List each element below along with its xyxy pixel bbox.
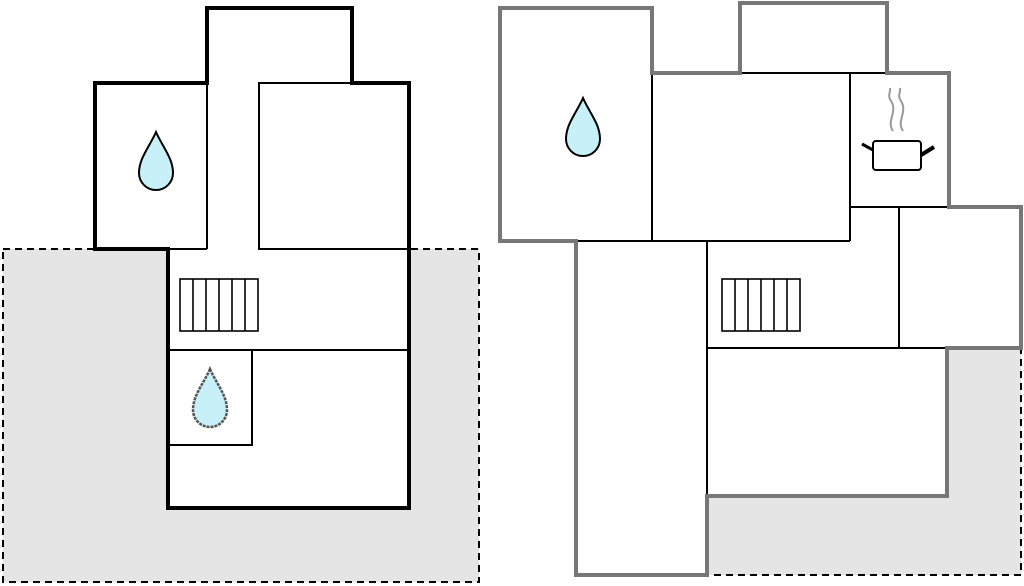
water-drop-icon [564,95,602,157]
left-outer-wall [93,6,411,510]
water-drop-icon [191,365,229,429]
left-inner-wall [168,350,253,446]
stairs-icon [721,278,801,332]
right-floorplan [498,1,1023,577]
right-outer-wall [498,1,1023,577]
kitchen-pot-icon [861,87,936,171]
left-floorplan [2,6,480,583]
stairs-icon [179,278,259,332]
left-inner-wall [258,82,409,250]
left-building-floor [95,8,409,508]
water-drop-icon [137,129,175,191]
